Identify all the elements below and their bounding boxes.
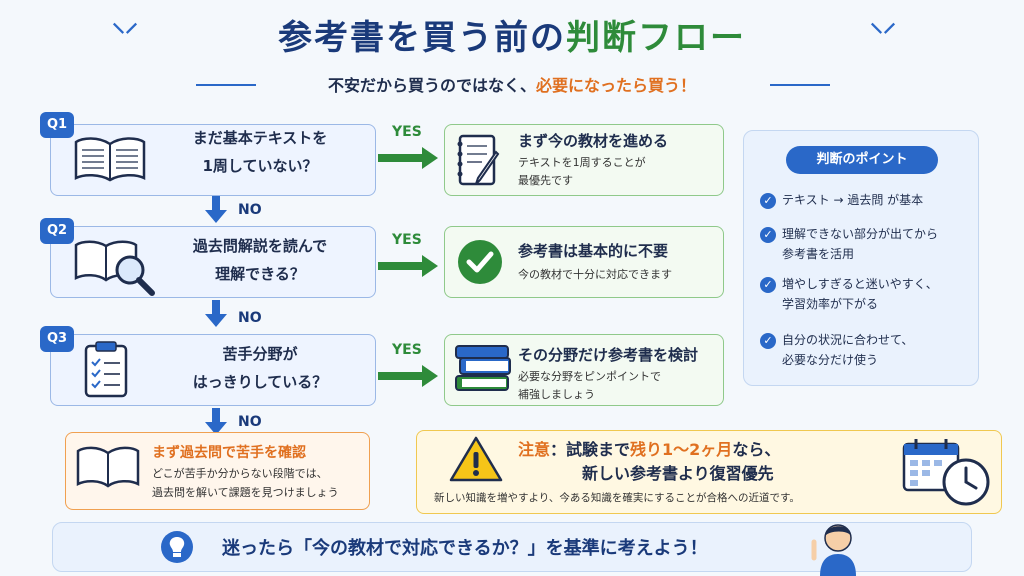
no-arrow-3 xyxy=(205,408,227,435)
sparkle-right-icon: ⸌⸍ xyxy=(870,19,897,49)
subtitle-line-right xyxy=(770,84,830,86)
no-arrow-1 xyxy=(205,196,227,223)
warning-icon xyxy=(449,436,503,482)
yes-label-2: YES xyxy=(392,232,422,248)
book-stack-icon xyxy=(455,345,511,391)
yes-arrow-1 xyxy=(378,147,438,169)
answer-3-desc: 必要な分野をピンポイントで補強しましょう xyxy=(518,370,661,401)
yes-label-1: YES xyxy=(392,124,422,140)
clipboard-checklist-icon xyxy=(84,341,128,398)
final-no-desc: どこが苦手か分からない段階では、過去問を解いて課題を見つけましょう xyxy=(152,467,339,499)
lightbulb-icon xyxy=(161,531,193,563)
person-pointing-icon xyxy=(811,524,856,576)
sparkle-left-icon: ⸌⸍ xyxy=(112,19,139,49)
q2-badge: Q2 xyxy=(40,218,74,244)
no-arrow-2 xyxy=(205,300,227,327)
page-title: 参考書を買う前の判断フロー xyxy=(278,18,746,58)
no-label-3: NO xyxy=(238,414,262,430)
subtitle: 不安だから買うのではなく、必要になったら買う！ xyxy=(327,76,697,95)
open-book-icon xyxy=(76,446,140,488)
caution-line1: 注意：試験まで残り1〜2ヶ月なら、 xyxy=(518,440,781,459)
point-1: テキスト → 過去問 が基本 xyxy=(782,193,924,207)
check-circle-icon xyxy=(458,240,502,284)
yes-arrow-2 xyxy=(378,255,438,277)
point-3: 増やしすぎると迷いやすく、学習効率が下がる xyxy=(782,277,938,311)
answer-1-title: まず今の教材を進める xyxy=(518,132,669,150)
q3-text: 苦手分野がはっきりしている？ xyxy=(192,345,328,391)
caution-line2: 新しい参考書より復習優先 xyxy=(582,464,774,483)
answer-2-desc: 今の教材で十分に対応できます xyxy=(518,268,672,281)
final-no-title: まず過去問で苦手を確認 xyxy=(152,445,306,461)
bottom-banner xyxy=(52,522,972,572)
check-icon: ✓ xyxy=(760,333,776,349)
calendar-clock-icon xyxy=(902,439,990,506)
open-book-icon xyxy=(74,137,146,182)
yes-arrow-3 xyxy=(378,365,438,387)
yes-label-3: YES xyxy=(392,342,422,358)
check-icon: ✓ xyxy=(760,193,776,209)
bottom-text: 迷ったら「今の教材で対応できるか？」を基準に考えよう！ xyxy=(222,538,708,559)
no-label-2: NO xyxy=(238,310,262,326)
caution-desc: 新しい知識を増やすより、今ある知識を確実にすることが合格への近道です。 xyxy=(434,492,800,504)
no-label-1: NO xyxy=(238,202,262,218)
q1-badge: Q1 xyxy=(40,112,74,138)
answer-3-title: その分野だけ参考書を検討 xyxy=(518,346,699,364)
check-icon: ✓ xyxy=(760,227,776,243)
points-heading: 判断のポイント xyxy=(786,146,938,174)
point-4: 自分の状況に合わせて、必要な分だけ使う xyxy=(782,333,914,367)
answer-1-desc: テキストを1周することが最優先です xyxy=(518,156,646,187)
q2-text: 過去問解説を読んで理解できる？ xyxy=(192,237,328,283)
check-icon: ✓ xyxy=(760,277,776,293)
book-magnifier-icon xyxy=(74,240,155,296)
q3-badge: Q3 xyxy=(40,326,74,352)
answer-2-title: 参考書は基本的に不要 xyxy=(518,242,669,260)
point-2: 理解できない部分が出てから参考書を活用 xyxy=(782,227,939,261)
subtitle-line-left xyxy=(196,84,256,86)
notebook-pencil-icon xyxy=(457,134,500,186)
